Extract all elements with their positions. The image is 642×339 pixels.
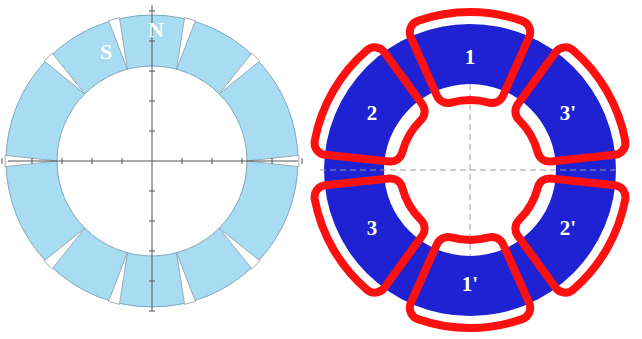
coil-winding [315,178,425,292]
pole-gap [219,53,260,94]
coil-number: 1' [462,274,478,295]
pole-gap [177,253,196,305]
pole-label: N [148,19,164,41]
coil-winding [315,47,425,161]
coil-number: 1 [465,47,476,68]
coil-winding [410,12,530,103]
axes [320,84,620,256]
pole-gap [44,228,85,269]
pole-label: S [100,41,112,63]
coil-number: 3' [560,103,576,124]
coil-number: 2' [560,218,576,239]
pole-gap [219,228,260,269]
magnet-ring [2,5,302,311]
stator [315,12,626,328]
coil-winding [515,47,625,161]
pole-gap [177,18,196,70]
pole-gap [44,53,85,94]
coil-number: 3 [367,218,378,239]
coil-number: 2 [367,103,378,124]
coil-winding [515,178,625,292]
axes [2,5,302,311]
coil-winding [410,237,530,328]
pole-gap [109,253,128,305]
